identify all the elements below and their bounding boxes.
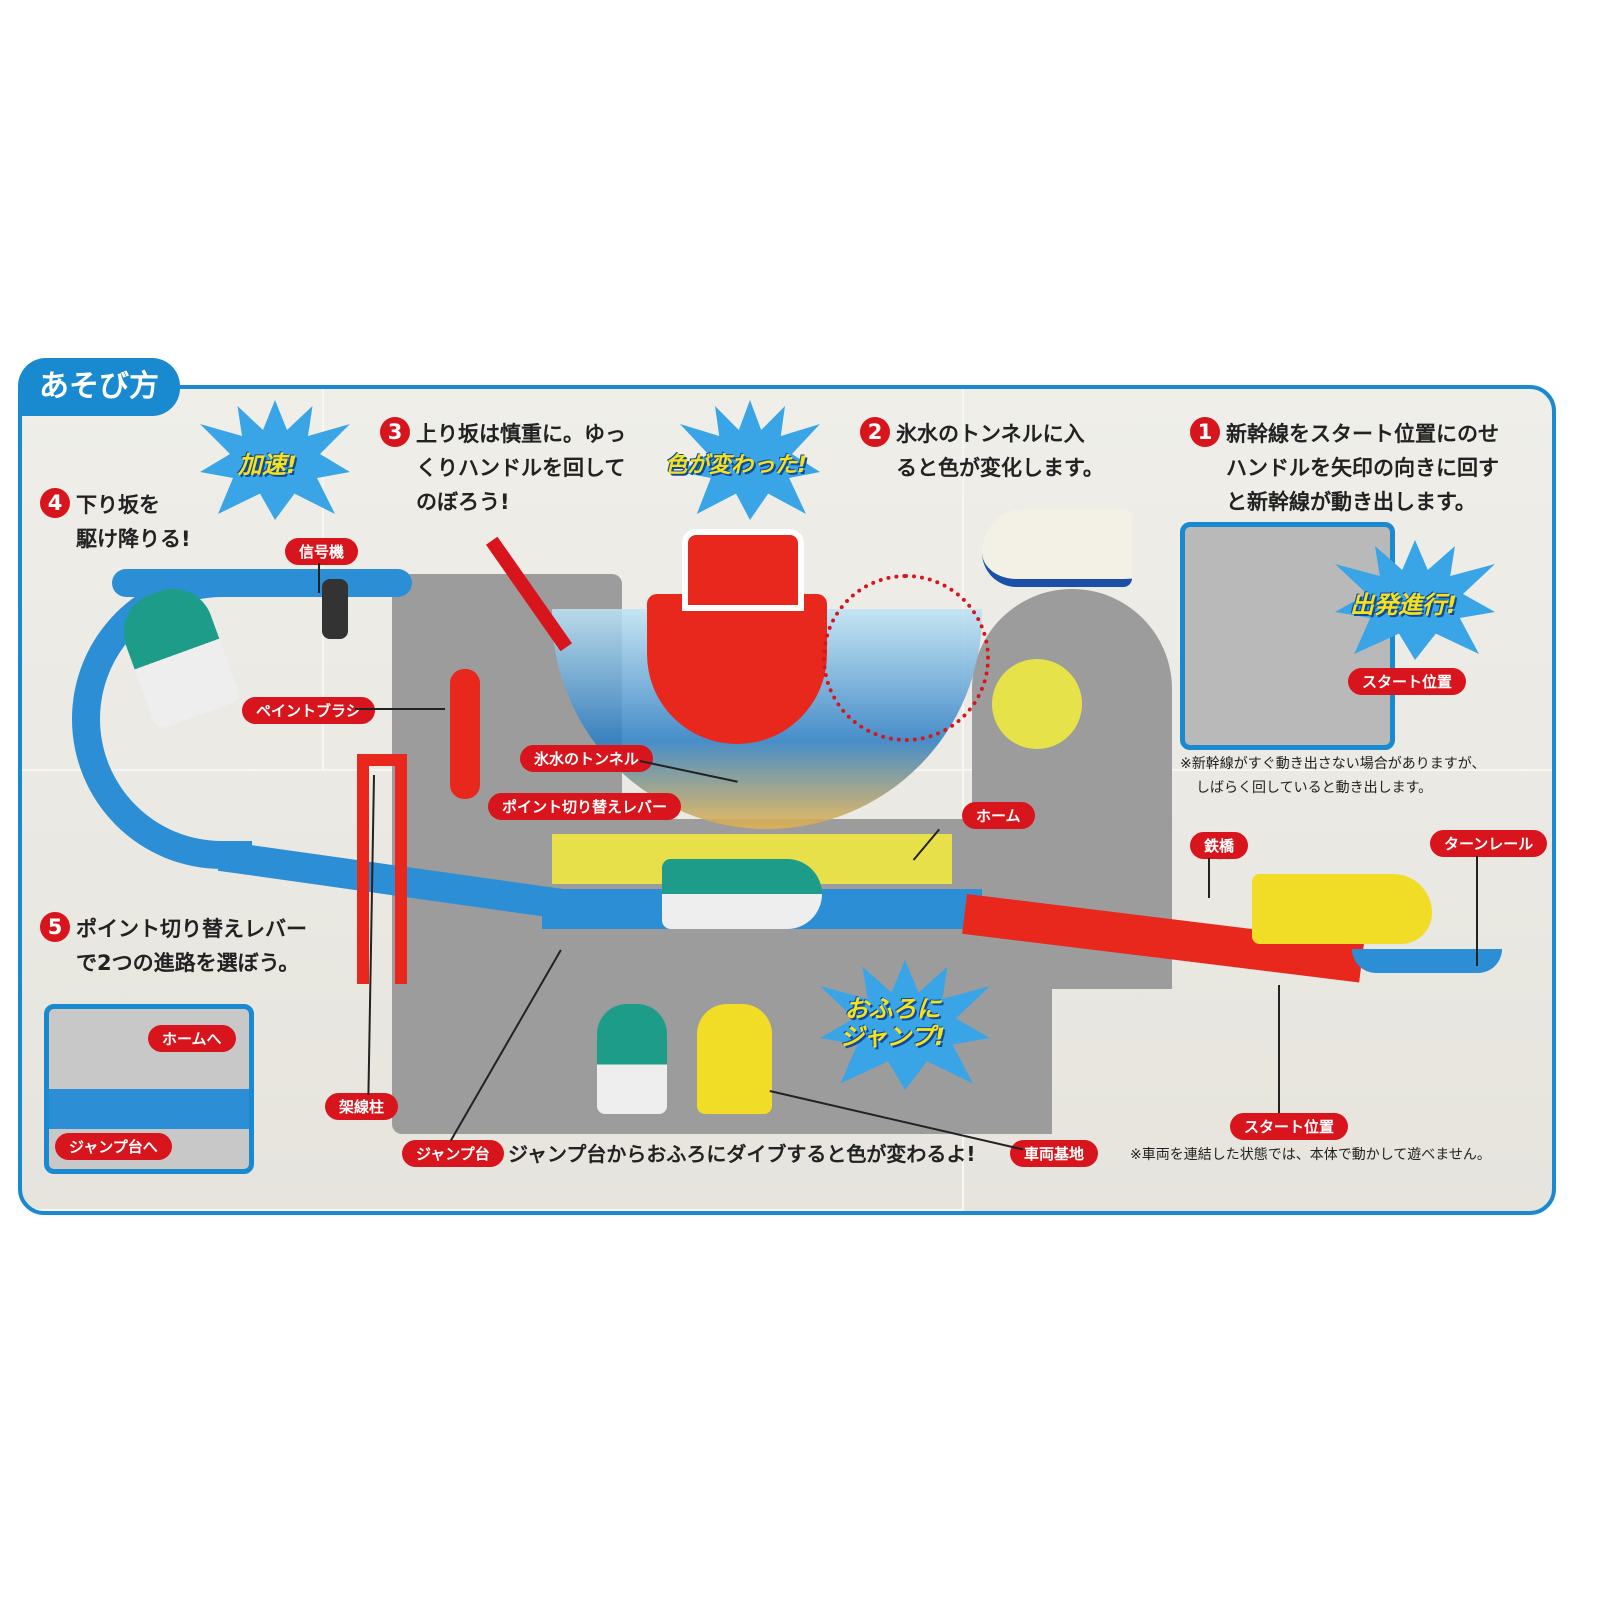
yellow-small-car xyxy=(697,1004,772,1114)
boat-cabin xyxy=(682,529,804,611)
step-number: 4 xyxy=(40,488,70,518)
label-iron-bridge: 鉄橋 xyxy=(1190,832,1249,859)
label-to-jump: ジャンプ台へ xyxy=(55,1133,172,1160)
step-text: 上り坂は慎重に。ゆっ xyxy=(416,422,626,446)
burst-accel-text: 加速! xyxy=(238,451,297,479)
label-paint-brush: ペイントブラシ xyxy=(242,697,375,724)
leader-line xyxy=(1208,858,1210,898)
label-point-lever: ポイント切り替えレバー xyxy=(488,793,682,820)
step-text: ると色が変化します。 xyxy=(896,456,1104,480)
label-jump-stand: ジャンプ台 xyxy=(402,1140,504,1167)
step-text: 氷水のトンネルに入 xyxy=(896,422,1085,446)
note-line: ※新幹線がすぐ動き出さない場合がありますが、 xyxy=(1180,756,1486,772)
bottom-note: ※車両を連結した状態では、本体で動かして遊べません。 xyxy=(1130,1147,1491,1163)
step-text: 下り坂を xyxy=(76,493,160,517)
burst-jump-text: おふろに ジャンプ! xyxy=(840,995,946,1051)
label-start-position-inset: スタート位置 xyxy=(1348,668,1467,695)
leader-line xyxy=(318,563,320,593)
label-signal: 信号機 xyxy=(285,538,359,565)
label-start-position: スタート位置 xyxy=(1230,1113,1349,1140)
paint-brush xyxy=(450,669,480,799)
tunnel-highlight-circle xyxy=(822,574,990,742)
step-number: 5 xyxy=(40,912,70,942)
note-line: しばらく回していると動き出します。 xyxy=(1196,780,1433,796)
step-text: ポイント切り替えレバー xyxy=(76,917,307,941)
instruction-panel xyxy=(18,385,1556,1215)
handle xyxy=(992,659,1082,749)
step-text: 駆け降りる! xyxy=(76,527,191,551)
burst-departure-text: 出発進行! xyxy=(1350,591,1457,619)
burst-color-change-text: 色が変わった! xyxy=(665,453,808,478)
label-catenary-pole: 架線柱 xyxy=(325,1093,399,1120)
signal-light xyxy=(322,579,348,639)
turn-rail xyxy=(1352,949,1502,973)
inset-track xyxy=(49,1089,249,1129)
step-number: 1 xyxy=(1190,417,1220,447)
start-inset xyxy=(1180,522,1395,750)
step-text: で2つの進路を選ぼう。 xyxy=(76,951,300,975)
label-ice-tunnel: 氷水のトンネル xyxy=(520,745,653,772)
catenary-pole xyxy=(357,754,407,984)
label-turn-rail: ターンレール xyxy=(1430,830,1548,857)
red-boat xyxy=(647,594,827,744)
leader-line xyxy=(1278,985,1280,1113)
leader-line xyxy=(1476,856,1478,966)
yellow-doctor-yellow-train xyxy=(1252,874,1432,944)
step-text: 新幹線をスタート位置にのせ xyxy=(1226,422,1499,446)
step-number: 2 xyxy=(860,417,890,447)
jump-caption: ジャンプ台からおふろにダイブすると色が変わるよ! xyxy=(508,1142,976,1166)
step-text: と新幹線が動き出します。 xyxy=(1226,490,1476,514)
step-text: のぼろう! xyxy=(416,490,510,514)
label-to-home: ホームへ xyxy=(148,1025,236,1052)
white-shinkansen-train xyxy=(982,509,1132,587)
section-title: あそび方 xyxy=(18,358,180,416)
label-depot: 車両基地 xyxy=(1010,1140,1099,1167)
green-shinkansen-train xyxy=(662,859,822,929)
step-text: ハンドルを矢印の向きに回す xyxy=(1226,456,1499,480)
step-number: 3 xyxy=(380,417,410,447)
step-text: くりハンドルを回して xyxy=(416,456,626,480)
green-small-car xyxy=(597,1004,667,1114)
bath-tile xyxy=(962,389,1552,771)
start-note: ※新幹線がすぐ動き出さない場合がありますが、 しばらく回していると動き出します。 xyxy=(1180,752,1485,800)
label-home: ホーム xyxy=(962,802,1035,829)
leader-line xyxy=(355,708,445,710)
